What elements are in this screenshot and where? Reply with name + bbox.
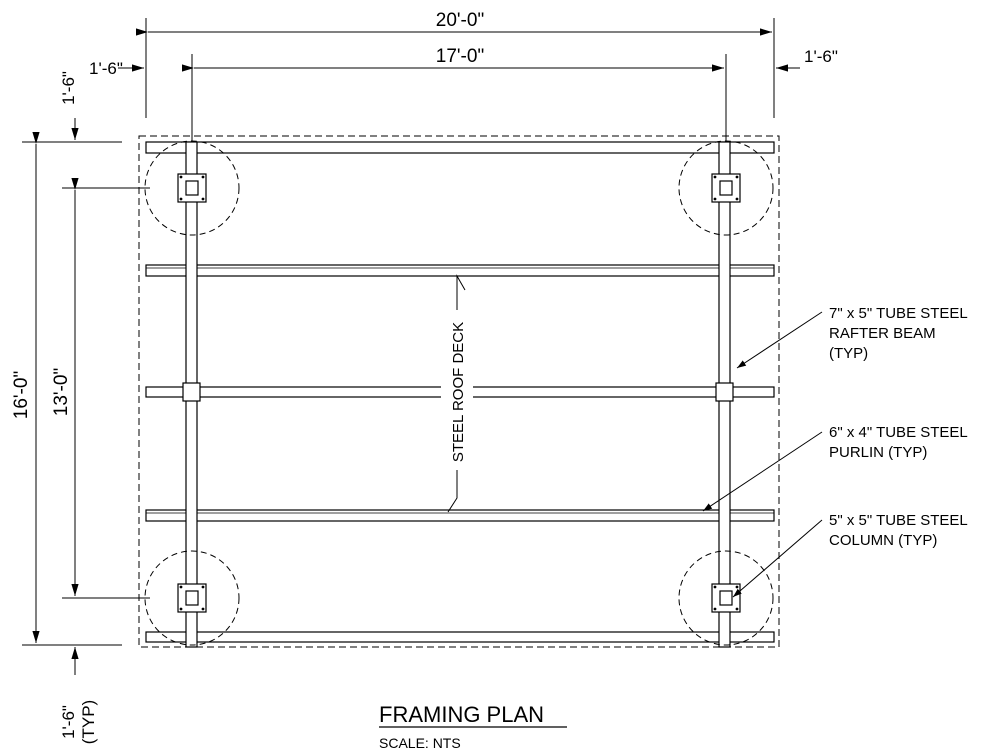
callout-leaders bbox=[702, 311, 823, 598]
column-top-left bbox=[177, 173, 207, 203]
callout-column: 5" x 5" TUBE STEEL COLUMN (TYP) bbox=[829, 512, 968, 549]
top-dimensions bbox=[118, 18, 800, 142]
column-top-right bbox=[711, 173, 741, 203]
column-bottom-right bbox=[711, 583, 741, 613]
dim-overhang-bottom: 1'-6" bbox=[59, 705, 78, 739]
callout-purlin-line-1: 6" x 4" TUBE STEEL bbox=[829, 424, 968, 441]
purlin-4 bbox=[145, 509, 775, 522]
callout-rafter-line-1: 7" x 5" TUBE STEEL bbox=[829, 305, 968, 322]
purlin-1 bbox=[145, 141, 775, 154]
dim-overall-width: 20'-0" bbox=[436, 10, 484, 31]
callout-column-line-2: COLUMN (TYP) bbox=[829, 532, 937, 549]
callout-purlin-line-2: PURLIN (TYP) bbox=[829, 444, 927, 461]
left-dimensions bbox=[22, 118, 150, 675]
purlin-2 bbox=[145, 264, 775, 277]
roof-outline-dashed bbox=[138, 135, 780, 648]
purlin-5 bbox=[145, 631, 775, 643]
dim-overhang-top: 1'-6" bbox=[59, 71, 78, 105]
callout-rafter-line-3: (TYP) bbox=[829, 345, 868, 362]
leader-rafter bbox=[736, 311, 823, 369]
dim-overall-depth: 16'-0" bbox=[11, 371, 32, 419]
dim-inner-depth: 13'-0" bbox=[51, 368, 72, 416]
callout-column-line-1: 5" x 5" TUBE STEEL bbox=[829, 512, 968, 529]
leader-purlin bbox=[702, 431, 823, 512]
column-bottom-left bbox=[177, 583, 207, 613]
callout-rafter: 7" x 5" TUBE STEEL RAFTER BEAM (TYP) bbox=[829, 305, 968, 362]
drawing-scale: SCALE: NTS bbox=[379, 735, 461, 751]
connection-plate-left bbox=[182, 382, 201, 402]
callout-purlin: 6" x 4" TUBE STEEL PURLIN (TYP) bbox=[829, 424, 968, 461]
label-steel-roof-deck: STEEL ROOF DECK bbox=[450, 322, 467, 462]
connection-plate-right bbox=[715, 382, 734, 402]
dim-overhang-bottom-note: (TYP) bbox=[79, 700, 98, 744]
dim-overhang-left: 1'-6" bbox=[89, 59, 123, 78]
drawing-title: FRAMING PLAN bbox=[379, 702, 544, 727]
column-circle-bottom-right bbox=[678, 550, 774, 646]
column-circle-bottom-left bbox=[144, 550, 240, 646]
leader-column bbox=[732, 519, 823, 598]
columns bbox=[177, 173, 741, 613]
dim-inner-width: 17'-0" bbox=[436, 46, 484, 67]
callout-rafter-line-2: RAFTER BEAM bbox=[829, 325, 936, 342]
dim-overhang-right: 1'-6" bbox=[804, 47, 838, 66]
